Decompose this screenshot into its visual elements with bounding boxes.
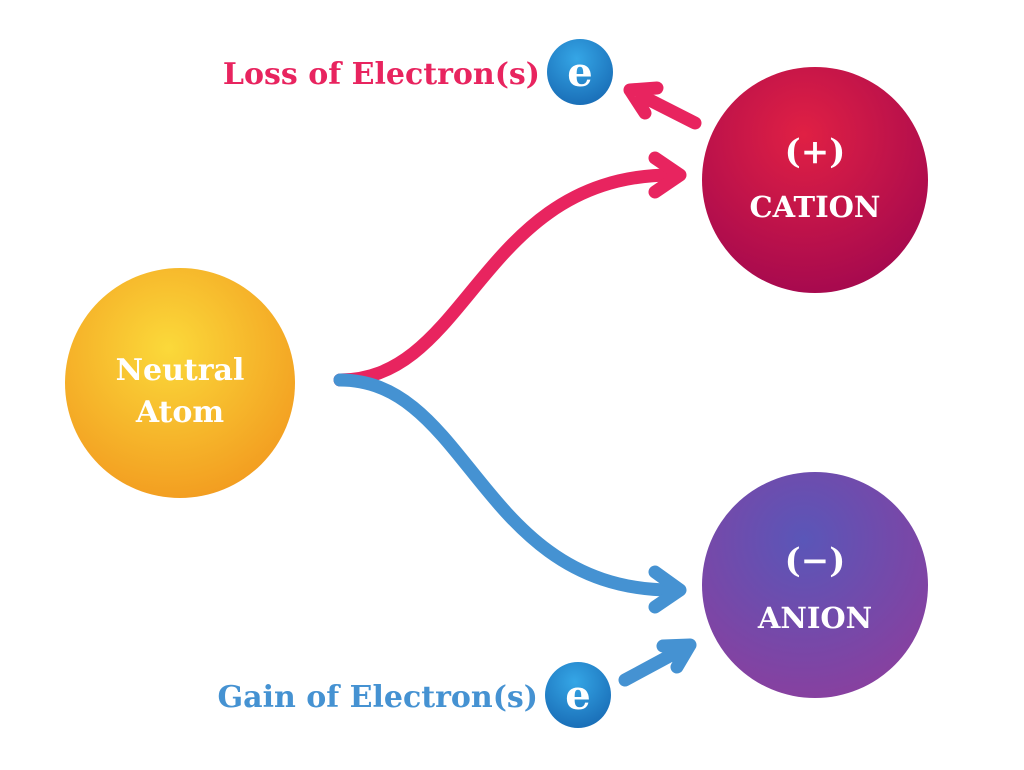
loss-electron-circle bbox=[547, 39, 613, 105]
loss-label: Loss of Electron(s) bbox=[223, 57, 540, 92]
neutral-atom-circle bbox=[65, 268, 295, 498]
neutral-label-line2: Atom bbox=[135, 395, 225, 430]
gain-arrow bbox=[618, 638, 697, 687]
anion-circle bbox=[702, 472, 928, 698]
anion-arrowhead bbox=[648, 565, 687, 614]
anion-sign: (−) bbox=[785, 541, 846, 581]
cation-sign: (+) bbox=[785, 132, 846, 172]
anion-label: ANION bbox=[757, 601, 872, 635]
cation-arrowhead bbox=[648, 151, 687, 199]
gain-electron-circle bbox=[545, 662, 611, 728]
loss-electron-letter: e bbox=[567, 49, 592, 96]
anion-path-arrow bbox=[333, 373, 679, 597]
loss-arrow bbox=[623, 81, 702, 130]
cation-path-arrow bbox=[333, 168, 679, 387]
gain-label: Gain of Electron(s) bbox=[218, 680, 538, 715]
gain-electron-letter: e bbox=[565, 672, 590, 719]
cation-label: CATION bbox=[750, 190, 881, 224]
neutral-label-line1: Neutral bbox=[116, 353, 245, 388]
cation-circle bbox=[702, 67, 928, 293]
